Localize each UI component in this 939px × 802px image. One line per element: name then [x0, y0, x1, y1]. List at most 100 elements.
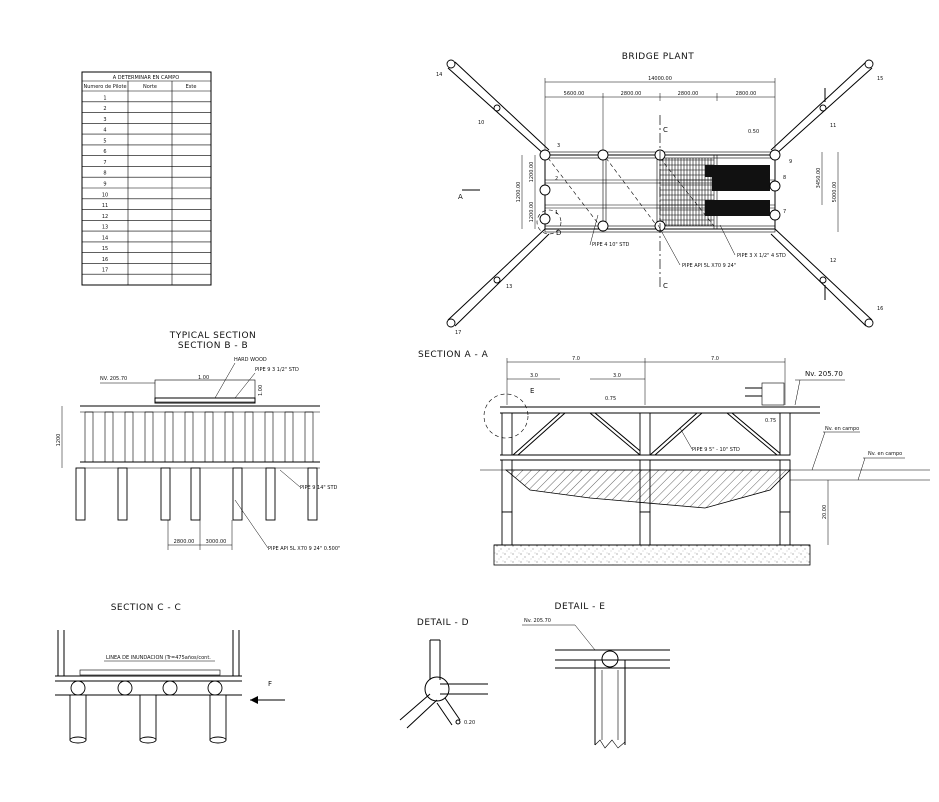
section-aa-pile-upper [779, 412, 791, 456]
plan-pile-circle [539, 213, 551, 225]
section-bb-column [204, 411, 214, 463]
section-bb-note-pipe-api: PIPE API 5L X70 9 24" 0.500" [268, 546, 340, 552]
plan-pile-circle [597, 220, 609, 232]
plan-pile-label-13: 13 [506, 284, 512, 290]
section-cc-pile [69, 694, 87, 741]
detail-d-note: 0.20 [464, 720, 475, 726]
section-aa-detail-mark-e: E [530, 387, 534, 395]
section-aa-riverbed-cut [504, 469, 791, 509]
section-bb-note-pipe-half: PIPE 9 3 1/2" STD [255, 367, 299, 373]
section-aa-pile-lower [501, 511, 513, 546]
table-row-number: 12 [102, 214, 108, 220]
table-row-number: 4 [103, 128, 106, 134]
detail-e: DETAIL - E Nv. 205.70 [522, 602, 670, 749]
plan-pile-circle [539, 149, 551, 161]
plan-pile-label-17: 17 [455, 330, 461, 336]
section-bb-bottom-dim-1: 2800.00 [174, 539, 195, 545]
section-aa-note-pipe: PIPE 9 5" - 10" STD [692, 447, 740, 453]
section-cc-beam-pipe [162, 680, 178, 696]
plan-pile-label-14: 14 [436, 72, 442, 78]
section-aa-level-top: Nv. 205.70 [805, 370, 843, 378]
table-header-east: Este [186, 84, 197, 90]
plan-detail-mark-d: D [556, 229, 561, 237]
section-bb-height-dim: 1200 [56, 434, 62, 447]
plan-pile-label-12: 12 [830, 258, 836, 264]
table-header-north: Norte [143, 84, 157, 90]
plan-pile-label-10: 10 [478, 120, 484, 126]
section-bb-pile [265, 467, 276, 521]
section-bb-column [104, 411, 114, 463]
table-row-number: 11 [102, 203, 108, 209]
plan-pile-circle [539, 184, 551, 196]
table-row-number: 7 [103, 160, 106, 166]
section-aa-pile-upper [501, 412, 513, 456]
section-aa-small-dim-2: 0.75 [605, 396, 616, 402]
section-bb-pile [307, 467, 318, 521]
plan-diagonal-legs [446, 59, 874, 328]
plan-span-dim-3: 2800.00 [678, 91, 699, 97]
table-row-number: 2 [103, 106, 106, 112]
section-bb-note-hardwood: HARD WOOD [234, 357, 267, 363]
section-aa-top-dim-2: 7.0 [711, 356, 719, 362]
section-aa-level-field-2: Nv. en campo [868, 451, 902, 457]
plan-deck-board-bottom [705, 200, 770, 216]
table-row-number: 16 [102, 257, 108, 263]
section-bb-pile [75, 467, 86, 521]
table-row-number: 3 [103, 117, 106, 123]
table-row-number: 9 [103, 182, 106, 188]
section-cc-pile-end [139, 736, 157, 744]
section-bb-column [144, 411, 154, 463]
section-aa-pile-lower [779, 511, 791, 546]
section-bb-pile [190, 467, 201, 521]
section-aa-ground [493, 544, 811, 566]
section-cc-pile [209, 694, 227, 741]
section-bb-column [284, 411, 294, 463]
section-bb-column [264, 411, 274, 463]
section-bb-columns [75, 411, 318, 521]
plan-left-dim-2: 1200.00 [529, 162, 535, 183]
table-header-pile: Numero de Pilote [83, 84, 126, 90]
plan-pile-label-11: 11 [830, 123, 836, 129]
plan-overall-dim: 14000.00 [648, 76, 672, 82]
section-b-b: TYPICAL SECTION SECTION B - B NV. 205.70… [56, 331, 340, 552]
section-cc-note: LINEA DE INUNDACION (Tr=475años/cont. [106, 655, 211, 661]
table-row-number: 6 [103, 149, 106, 155]
section-cc-beam-pipe [207, 680, 223, 696]
plan-pile-label-8: 8 [783, 175, 786, 181]
plan-pile-circle [769, 149, 781, 161]
section-cc-beam-pipe [70, 680, 86, 696]
section-cc-beam-pipe [117, 680, 133, 696]
pile-schedule-table: A DETERMINAR EN CAMPO Numero de Pilote N… [81, 71, 212, 286]
plan-pile-label-3: 3 [557, 143, 560, 149]
detail-e-title: DETAIL - E [555, 602, 606, 612]
table-row-number: 17 [102, 268, 108, 274]
plan-note-pipe: PIPE 4 10" STD [592, 242, 630, 248]
section-bb-pile [117, 467, 128, 521]
section-aa-pile-lower [639, 511, 651, 546]
plan-small-dim: 0.50 [748, 129, 759, 135]
plan-span-dim-2: 2800.00 [621, 91, 642, 97]
section-bb-column [184, 411, 194, 463]
section-bb-top-dim-1: 1.00 [198, 375, 209, 381]
plan-pile-label-2: 2 [555, 176, 558, 182]
plan-span-dim-4: 2800.00 [736, 91, 757, 97]
section-cc-pile-end [69, 736, 87, 744]
section-cc-piles [69, 680, 227, 744]
plan-pile-circle [597, 149, 609, 161]
plan-pile-circle [769, 209, 781, 221]
plan-pile-label-9: 9 [789, 159, 792, 165]
section-aa-pile-upper [639, 412, 651, 456]
section-bb-title-1: TYPICAL SECTION [169, 331, 257, 341]
section-bb-column [124, 411, 134, 463]
plan-left-dim-1: 1200.00 [516, 182, 522, 203]
table-row-number: 10 [102, 192, 108, 198]
plan-pile-circle [769, 180, 781, 192]
section-aa-small-dim-1: 0.75 [765, 418, 776, 424]
detail-e-level: Nv. 205.70 [524, 618, 551, 624]
section-cc-pile [139, 694, 157, 741]
section-bb-column [304, 411, 314, 463]
plan-section-mark-c-top: C [663, 126, 668, 134]
section-bb-column [164, 411, 174, 463]
